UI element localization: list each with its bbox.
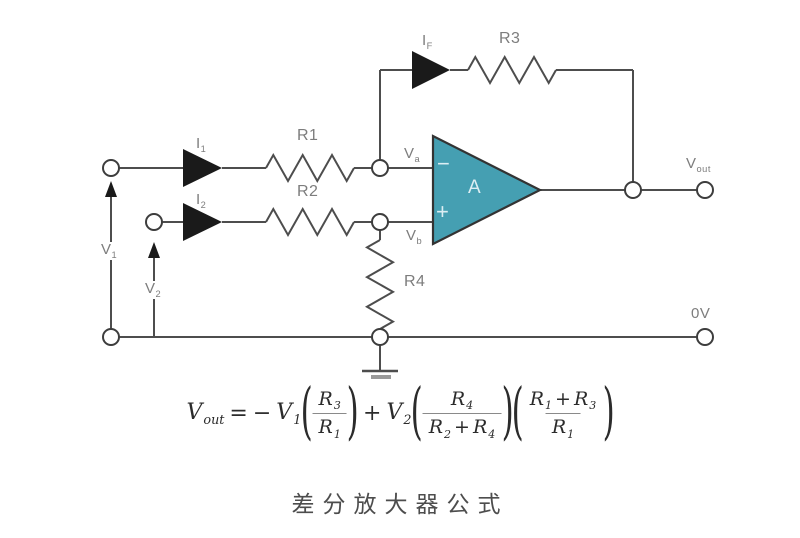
formula-vout: Vout (186, 399, 225, 429)
node-va (371, 159, 389, 177)
terminal-input2 (145, 213, 163, 231)
formula-equals: = (229, 401, 248, 427)
formula-paren: ) (602, 374, 615, 447)
label-vout: Vout (686, 155, 711, 174)
resistor-r2 (265, 206, 355, 238)
label-i1: I1 (196, 135, 207, 154)
current-arrow-if (412, 51, 450, 89)
wires (110, 54, 697, 379)
formula-plus-sign: + (363, 401, 382, 427)
formula-neg-sign: − (252, 401, 272, 427)
formula-paren: ( (410, 374, 423, 447)
node-ground-junction (371, 328, 389, 346)
label-v1: V1 (99, 241, 120, 261)
current-arrow-i2 (183, 203, 222, 241)
formula-paren: ( (511, 374, 524, 447)
resistor-r4 (364, 239, 396, 330)
label-i2: I2 (196, 191, 207, 210)
diagram-caption: 差分放大器公式 (291, 491, 509, 517)
nodes (102, 159, 714, 346)
formula-frac-2: R4 R2+R4 (422, 388, 502, 441)
label-0v: 0V (691, 305, 711, 322)
opamp-plus-input: + (436, 199, 449, 224)
v2-arrowhead (148, 242, 160, 258)
formula-paren: ) (346, 374, 360, 447)
label-v2: V2 (143, 280, 164, 300)
opamp-minus-input: − (437, 151, 450, 176)
terminal-vout (696, 181, 714, 199)
resistor-r3 (467, 54, 557, 86)
terminal-0v (696, 328, 714, 346)
v1-arrowhead (105, 181, 117, 197)
terminal-input1 (102, 159, 120, 177)
formula-paren: ) (501, 374, 514, 447)
label-r3: R3 (499, 30, 521, 47)
label-r1: R1 (297, 127, 319, 144)
label-if: IF (422, 32, 433, 51)
formula: Vout = − V1 ( R3 R1 ) + V2 ( R4 R2+R4 ) … (186, 374, 615, 447)
label-r4: R4 (404, 273, 426, 290)
node-output-junction (624, 181, 642, 199)
formula-paren: ( (300, 374, 313, 447)
node-vb (371, 213, 389, 231)
formula-frac-3: R1+R3 R1 (529, 387, 597, 442)
label-va: Va (404, 145, 421, 164)
formula-frac-1: R3 R1 (312, 388, 347, 441)
terminal-rail-left (102, 328, 120, 346)
resistor-r1 (265, 152, 355, 184)
label-r2: R2 (297, 183, 319, 200)
opamp-body (431, 134, 543, 246)
formula-v1: V1 (276, 399, 302, 429)
formula-v2: V2 (386, 399, 412, 429)
opamp-gain-label: A (468, 177, 482, 198)
current-arrow-i1 (183, 149, 222, 187)
label-vb: Vb (406, 227, 423, 246)
